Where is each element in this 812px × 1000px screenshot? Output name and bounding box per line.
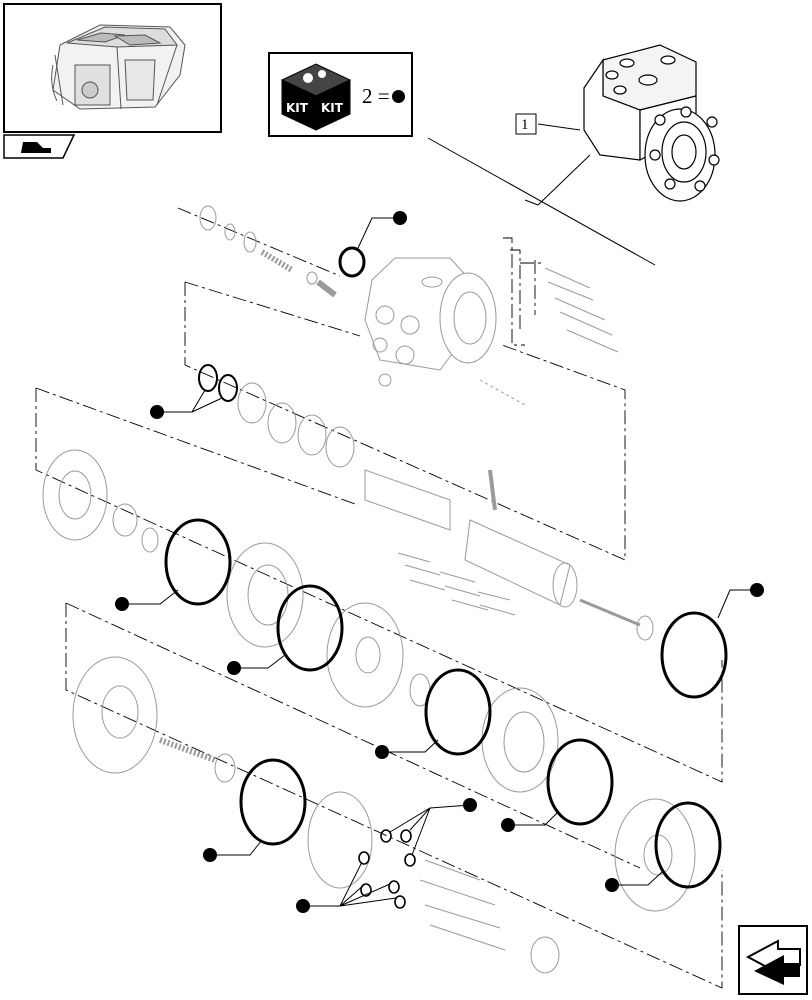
- kit-box-icon: KIT KIT: [280, 63, 352, 131]
- next-page-arrow-icon: [745, 939, 801, 985]
- section-tab-icon: [3, 134, 76, 159]
- dash-axis-lines: [35, 207, 723, 989]
- kit-bullet-icon: [227, 661, 241, 675]
- kit-legend: KIT KIT 2 =: [268, 52, 413, 137]
- seal-ring: [198, 364, 218, 392]
- callout-1: 1: [515, 113, 537, 135]
- seal-ring: [654, 801, 722, 889]
- kit-bullet-icon: [605, 878, 619, 892]
- kit-equation: 2 =: [362, 84, 390, 108]
- kit-bullet-icon: [296, 899, 310, 913]
- seal-ring: [546, 738, 614, 826]
- cab-thumbnail: [3, 3, 222, 133]
- kit-bullet-icon: [392, 90, 405, 103]
- small-seal: [394, 895, 406, 909]
- kit-badge-text-2: KIT: [321, 101, 344, 115]
- next-page-button[interactable]: [738, 925, 808, 995]
- small-seal: [358, 851, 370, 865]
- seal-ring: [276, 584, 344, 672]
- small-seal: [400, 829, 412, 843]
- seal-ring: [239, 758, 307, 846]
- small-seal: [404, 853, 416, 867]
- section-tab[interactable]: [3, 134, 76, 160]
- small-seal: [380, 829, 392, 843]
- kit-bullet-icon: [501, 818, 515, 832]
- small-seal: [360, 883, 372, 897]
- callout-leader: [537, 123, 581, 131]
- kit-marker-leaders: [122, 217, 757, 907]
- seal-ring: [218, 374, 238, 402]
- kit-markers: [115, 211, 764, 913]
- cab-thumbnail-icon: [51, 24, 186, 110]
- seal-ring: [424, 668, 492, 756]
- seal-ring: [164, 518, 232, 606]
- kit-bullet-icon: [393, 211, 407, 225]
- kit-bullet-icon: [750, 583, 764, 597]
- kit-badge-text-1: KIT: [286, 101, 309, 115]
- small-seal: [388, 880, 400, 894]
- kit-bullet-icon: [150, 405, 164, 419]
- kit-bullet-icon: [203, 848, 217, 862]
- steering-unit-assembly: [583, 44, 720, 202]
- kit-bullet-icon: [115, 597, 129, 611]
- kit-seals: [164, 246, 728, 909]
- leader-line: [537, 154, 591, 206]
- callout-1-label: 1: [521, 117, 529, 133]
- kit-bullet-icon: [375, 745, 389, 759]
- seal-ring: [338, 246, 366, 278]
- kit-bullet-icon: [463, 798, 477, 812]
- seal-ring: [660, 611, 728, 699]
